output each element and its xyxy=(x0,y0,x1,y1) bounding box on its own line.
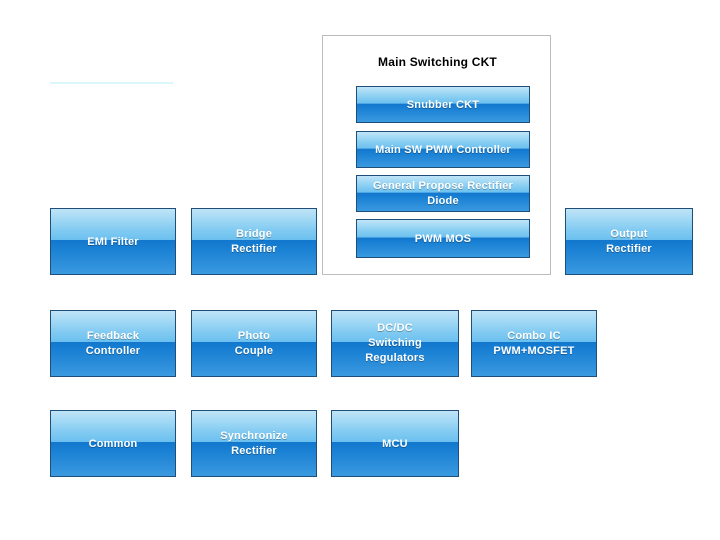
feedback-controller-label-line-1: Feedback xyxy=(86,329,140,342)
mcu-label-line-1: MCU xyxy=(382,437,408,450)
synchronize-rectifier-label-line-2: Rectifier xyxy=(231,444,277,457)
bridge-rectifier-label-line-1: Bridge xyxy=(235,227,273,240)
snubber-ckt-block[interactable]: Snubber CKT xyxy=(356,86,530,123)
pwm-mos-label-line-1: PWM MOS xyxy=(414,232,472,245)
dcdc-switching-regulators-label-line-1: DC/DC xyxy=(377,322,413,334)
main-sw-pwm-controller-label-line-1: Main SW PWM Controller xyxy=(375,143,511,156)
common-block[interactable]: Common xyxy=(50,410,176,477)
photo-couple-label-line-1: Photo xyxy=(237,329,271,342)
combo-ic-pwm-mosfet-block[interactable]: Combo IC PWM+MOSFET xyxy=(471,310,597,377)
dcdc-switching-regulators-label-line-2: Switching xyxy=(368,337,422,349)
combo-ic-pwm-mosfet-label-line-1: Combo IC xyxy=(507,329,561,342)
general-propose-rectifier-diode-label-line-2: Diode xyxy=(427,194,459,207)
dcdc-switching-regulators-label-line-3: Regulators xyxy=(365,352,425,364)
group-title: Main Switching CKT xyxy=(378,55,497,69)
mcu-block[interactable]: MCU xyxy=(331,410,459,477)
output-rectifier-label-line-1: Output xyxy=(610,227,648,240)
output-rectifier-label-line-2: Rectifier xyxy=(606,242,652,255)
main-sw-pwm-controller-block[interactable]: Main SW PWM Controller xyxy=(356,131,530,168)
common-label-line-1: Common xyxy=(88,437,138,450)
synchronize-rectifier-label-line-1: Synchronize xyxy=(220,429,288,442)
photo-couple-label-line-2: Couple xyxy=(234,344,274,357)
pwm-mos-block[interactable]: PWM MOS xyxy=(356,219,530,258)
decorative-rule xyxy=(50,82,173,84)
emi-filter-label-line-1: EMI Filter xyxy=(87,235,139,248)
emi-filter-block[interactable]: EMI Filter xyxy=(50,208,176,275)
combo-ic-pwm-mosfet-label-line-2: PWM+MOSFET xyxy=(493,344,575,357)
feedback-controller-label-line-2: Controller xyxy=(85,344,141,357)
bridge-rectifier-label-line-2: Rectifier xyxy=(231,242,277,255)
general-propose-rectifier-diode-label-line-1: General Propose Rectifier xyxy=(372,179,514,192)
snubber-ckt-label-line-1: Snubber CKT xyxy=(406,98,480,111)
